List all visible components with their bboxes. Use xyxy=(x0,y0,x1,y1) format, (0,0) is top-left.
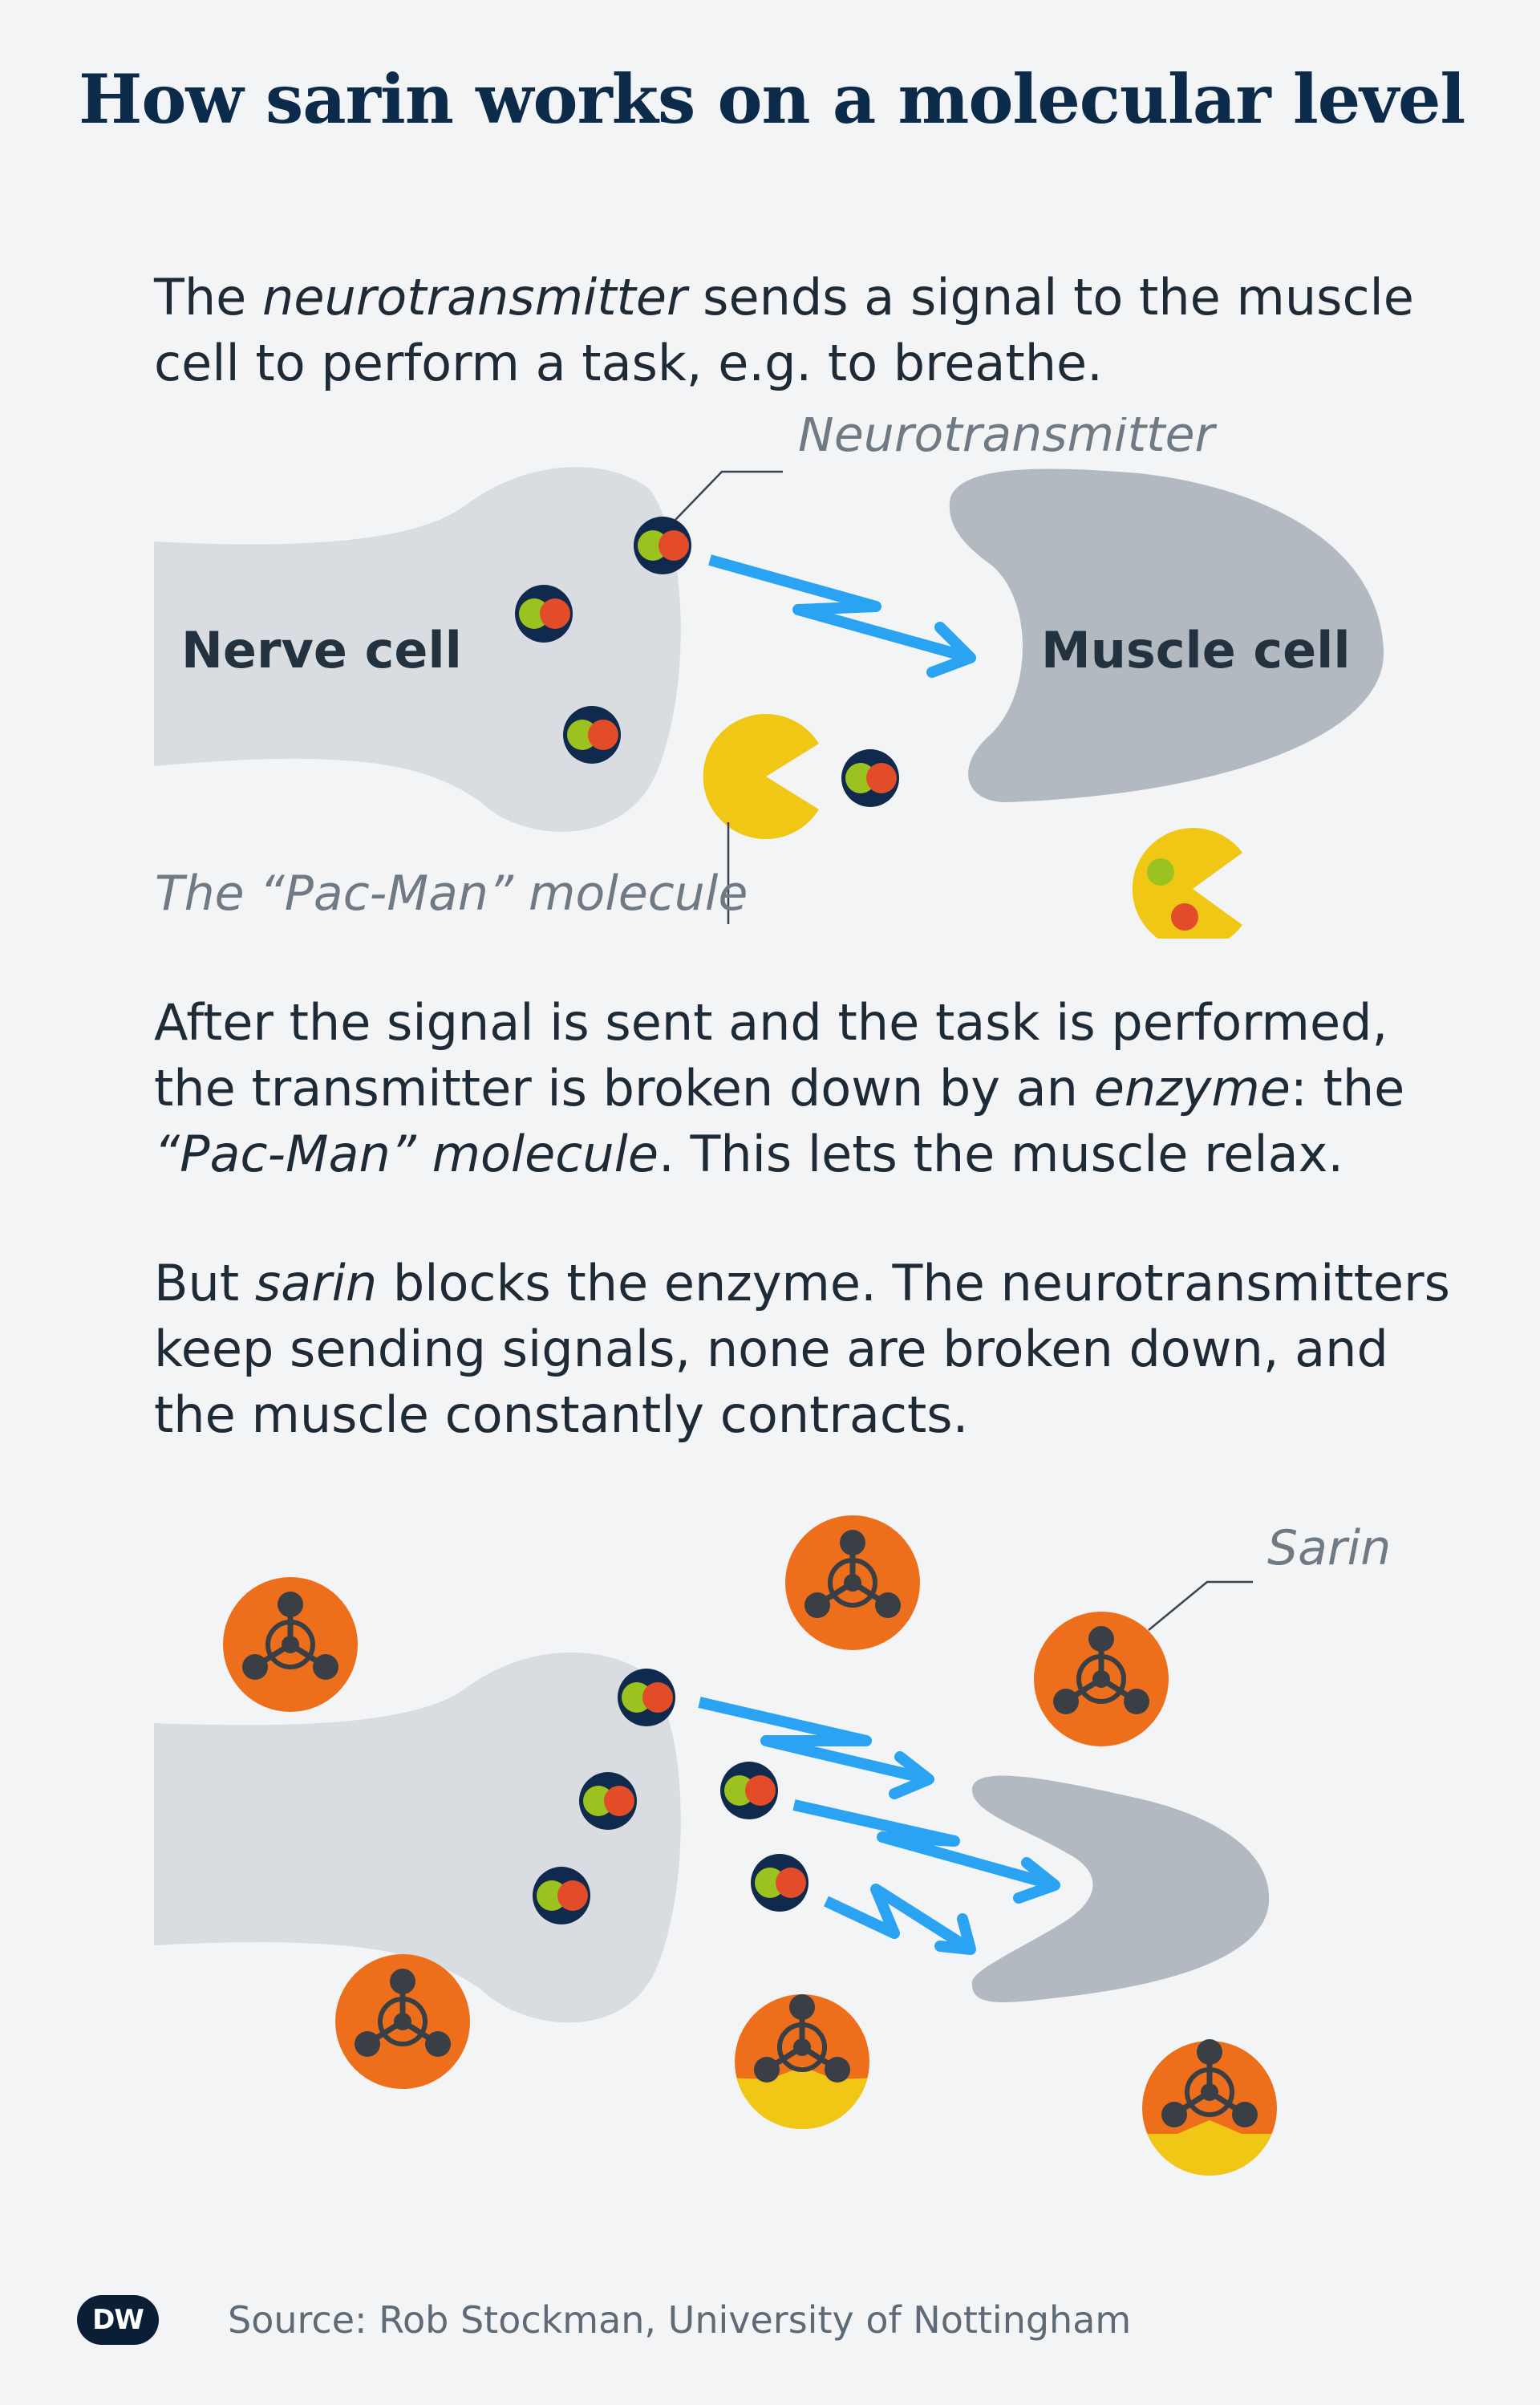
page-title: How sarin works on a molecular level xyxy=(79,59,1465,139)
sarin-molecule xyxy=(223,1577,358,1712)
footer: DW Source: Rob Stockman, University of N… xyxy=(77,2288,1441,2352)
muscle-cell-shape xyxy=(971,1775,1270,2002)
nerve-cell-label: Nerve cell xyxy=(181,621,462,679)
signal-arrow xyxy=(792,1799,1056,1891)
sarin-callout-line xyxy=(1148,1580,1253,1631)
nerve-cell-shape xyxy=(154,467,681,832)
blocking-text-2: blocks the enzyme. The neurotransmitters… xyxy=(154,1254,1450,1444)
sarin-blocking-diagram: Sarin xyxy=(154,1500,1391,2176)
neurotransmitter-callout-line xyxy=(675,470,783,521)
intro-text-1: The xyxy=(154,268,263,326)
neurotransmitter-molecule xyxy=(618,1669,675,1726)
normal-signal-diagram: Nerve cell Muscle cell Neurotransmitter … xyxy=(154,417,1384,939)
middle-text-1: After the signal is sent and the task is… xyxy=(154,993,1388,1117)
middle-paragraph: After the signal is sent and the task is… xyxy=(154,990,1469,1187)
sarin-bound-enzyme xyxy=(735,1994,869,2129)
sarin-bound-enzyme xyxy=(1142,2039,1277,2176)
signal-arrow xyxy=(708,554,972,663)
signal-arrow xyxy=(824,1884,974,1954)
neurotransmitter-molecule xyxy=(751,1854,808,1912)
signal-arrowhead xyxy=(889,1751,934,1799)
neurotransmitter-molecule xyxy=(579,1772,637,1830)
dw-logo: DW xyxy=(77,2295,159,2345)
middle-em-enzyme: enzyme xyxy=(1093,1059,1291,1117)
neurotransmitter-callout: Neurotransmitter xyxy=(798,417,1218,463)
signal-arrow xyxy=(698,1697,930,1785)
blocking-text-1: But xyxy=(154,1254,255,1312)
middle-text-2: : the xyxy=(1290,1059,1405,1117)
middle-em-pacman: “Pac-Man” molecule xyxy=(154,1125,659,1183)
source-credit: Source: Rob Stockman, University of Nott… xyxy=(228,2298,1132,2342)
muscle-cell-shape xyxy=(949,468,1384,802)
pacman-callout: The “Pac-Man” molecule xyxy=(155,866,748,922)
neurotransmitter-molecule xyxy=(533,1867,590,1924)
intro-paragraph: The neurotransmitter sends a signal to t… xyxy=(154,265,1469,396)
blocking-paragraph: But sarin blocks the enzyme. The neurotr… xyxy=(154,1251,1469,1448)
signal-arrowhead xyxy=(1013,1857,1060,1904)
neurotransmitter-molecule xyxy=(563,706,621,764)
pacman-enzyme-digesting xyxy=(1132,828,1242,939)
neurotransmitter-molecule xyxy=(720,1762,778,1819)
middle-text-3: . This lets the muscle relax. xyxy=(659,1125,1344,1183)
sarin-molecule xyxy=(785,1515,920,1650)
neurotransmitter-molecule xyxy=(515,585,573,643)
intro-em-neurotransmitter: neurotransmitter xyxy=(262,268,687,326)
neurotransmitter-molecule xyxy=(841,749,899,807)
signal-arrowhead xyxy=(934,1913,976,1955)
signal-arrowhead xyxy=(926,622,976,678)
sarin-callout: Sarin xyxy=(1267,1520,1391,1576)
intro-text-2: sends a signal to the muscle cell to per… xyxy=(154,268,1414,392)
sarin-molecule xyxy=(1034,1612,1169,1746)
sarin-molecule xyxy=(335,1954,470,2089)
neurotransmitter-molecule xyxy=(634,517,691,574)
blocking-em-sarin: sarin xyxy=(254,1254,378,1312)
muscle-cell-label: Muscle cell xyxy=(1041,621,1351,679)
red-fragment xyxy=(1171,903,1198,931)
pacman-enzyme xyxy=(703,714,819,839)
green-fragment xyxy=(1147,858,1174,886)
nerve-cell-shape xyxy=(154,1652,681,2023)
